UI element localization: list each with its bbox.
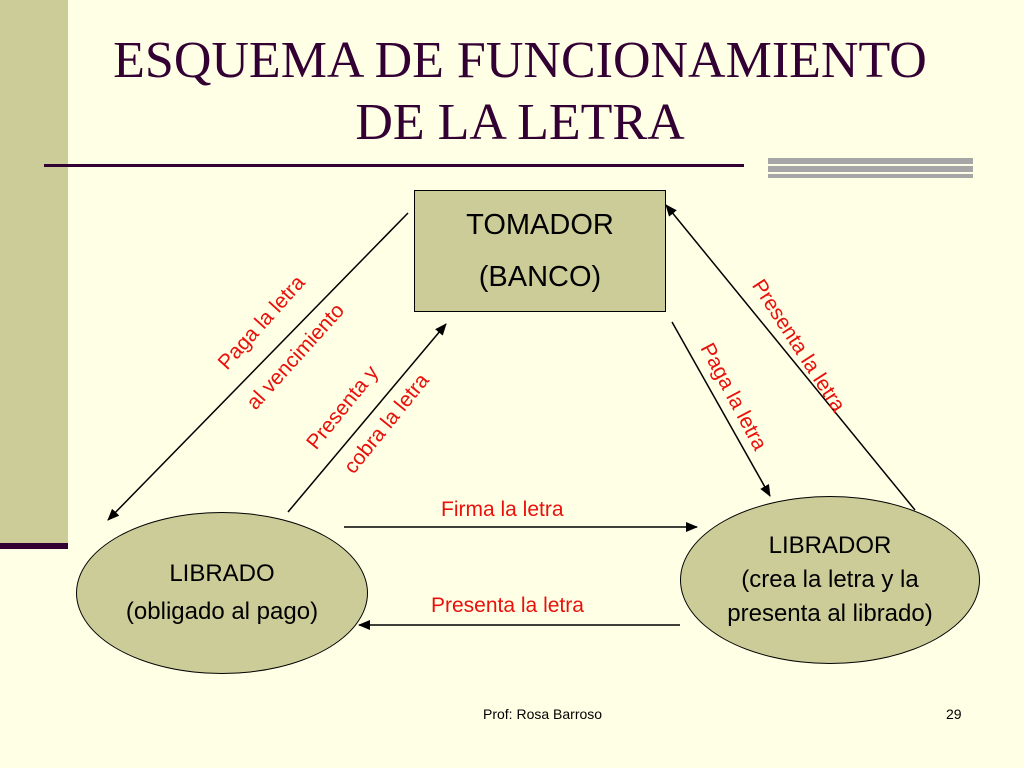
slide-title-line-2: DE LA LETRA [355,94,685,151]
slide-title: ESQUEMA DE FUNCIONAMIENTO DE LA LETRA [40,30,1000,154]
arrow-librador-to-tomador [665,204,916,511]
librador-sublabel-1: (crea la letra y la [741,566,919,593]
edge-label-presenta-letra-librado: Presenta la letra [431,594,584,617]
librado-label: LIBRADO [169,560,275,587]
footer-author: Prof: Rosa Barroso [483,706,603,722]
tomador-node: TOMADOR (BANCO) [414,190,666,312]
edge-label-firma-letra: Firma la letra [441,498,564,521]
arrow-librado-to-tomador [287,323,447,513]
arrow-tomador-to-librador [671,321,771,497]
slide-title-line-1: ESQUEMA DE FUNCIONAMIENTO [113,32,927,89]
librador-label: LIBRADOR [768,532,892,559]
side-decoration-bar [0,0,68,548]
title-underline-accent [768,158,973,178]
title-underline [44,164,744,167]
librado-node: LIBRADO (obligado al pago) [76,512,368,674]
arrow-tomador-to-librado [107,212,409,521]
librado-sublabel: (obligado al pago) [125,598,319,625]
tomador-label: TOMADOR [466,209,614,241]
footer-page-number: 29 [946,706,962,722]
tomador-sublabel: (BANCO) [478,261,602,293]
librador-sublabel-2: presenta al librado) [727,600,933,627]
side-decoration-line [0,543,68,549]
librador-node: LIBRADOR (crea la letra y la presenta al… [680,496,980,664]
